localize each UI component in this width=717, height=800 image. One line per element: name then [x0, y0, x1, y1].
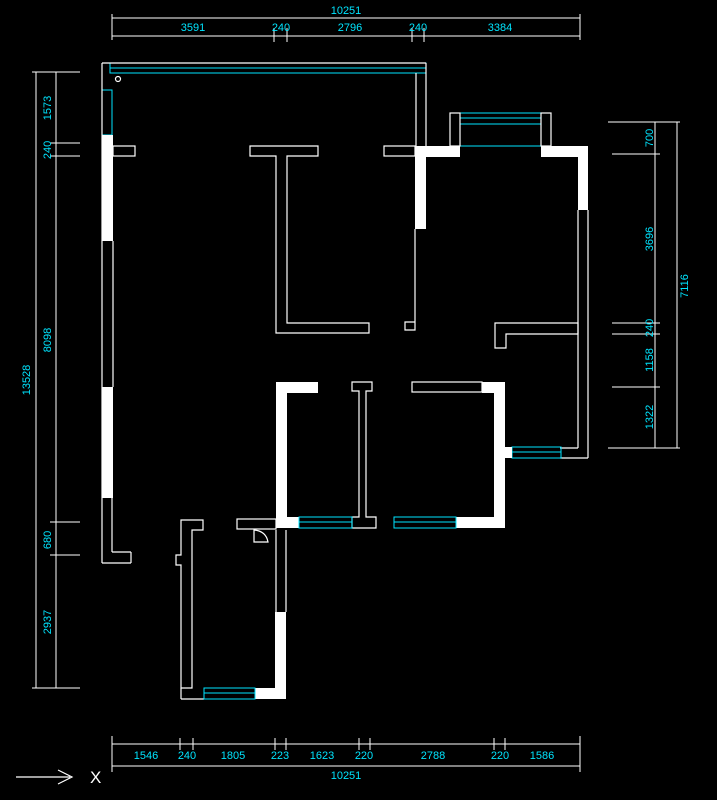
left-window [101, 89, 113, 136]
top-segment-label: 240 [409, 22, 427, 34]
x-axis-indicator: X [16, 768, 101, 787]
floor-plan-walls [101, 62, 589, 700]
left-dimensions: 13528 1573 240 8098 680 2937 [21, 71, 80, 689]
bottom-dimensions: 1546 240 1805 223 1623 220 2788 220 1586… [111, 736, 581, 782]
left-segment-label: 1573 [42, 96, 54, 120]
right-dimensions: 700 3696 240 1158 1322 7116 [608, 121, 691, 449]
axis-label: X [90, 768, 101, 787]
right-segment-label: 1158 [644, 348, 656, 372]
left-total-label: 13528 [21, 365, 33, 396]
bottom-segment-label: 220 [355, 750, 373, 762]
top-segment-label: 3384 [488, 22, 512, 34]
bottom-segment-label: 1623 [310, 750, 334, 762]
bottom-segment-label: 223 [271, 750, 289, 762]
top-segment-label: 2796 [338, 22, 362, 34]
bottom-segment-label: 1546 [134, 750, 158, 762]
right-segment-label: 240 [644, 319, 656, 337]
left-segment-label: 2937 [42, 610, 54, 634]
bottom-segment-label: 240 [178, 750, 196, 762]
right-segment-label: 1322 [644, 405, 656, 429]
bottom-segment-label: 1805 [221, 750, 245, 762]
bottom-segment-label: 220 [491, 750, 509, 762]
top-segment-label: 240 [272, 22, 290, 34]
top-dimensions: 10251 3591 240 2796 240 3384 [111, 5, 581, 42]
top-total-label: 10251 [331, 5, 362, 17]
arrow-icon [57, 769, 74, 785]
bottom-segment-label: 1586 [530, 750, 554, 762]
left-segment-label: 680 [42, 531, 54, 549]
right-total-label: 7116 [679, 274, 691, 298]
bottom-total-label: 10251 [331, 770, 362, 782]
bottom-segment-label: 2788 [421, 750, 445, 762]
left-segment-label: 8098 [42, 328, 54, 352]
left-segment-label: 240 [42, 141, 54, 159]
right-segment-label: 700 [644, 129, 656, 147]
right-segment-label: 3696 [644, 227, 656, 251]
top-segment-label: 3591 [181, 22, 205, 34]
